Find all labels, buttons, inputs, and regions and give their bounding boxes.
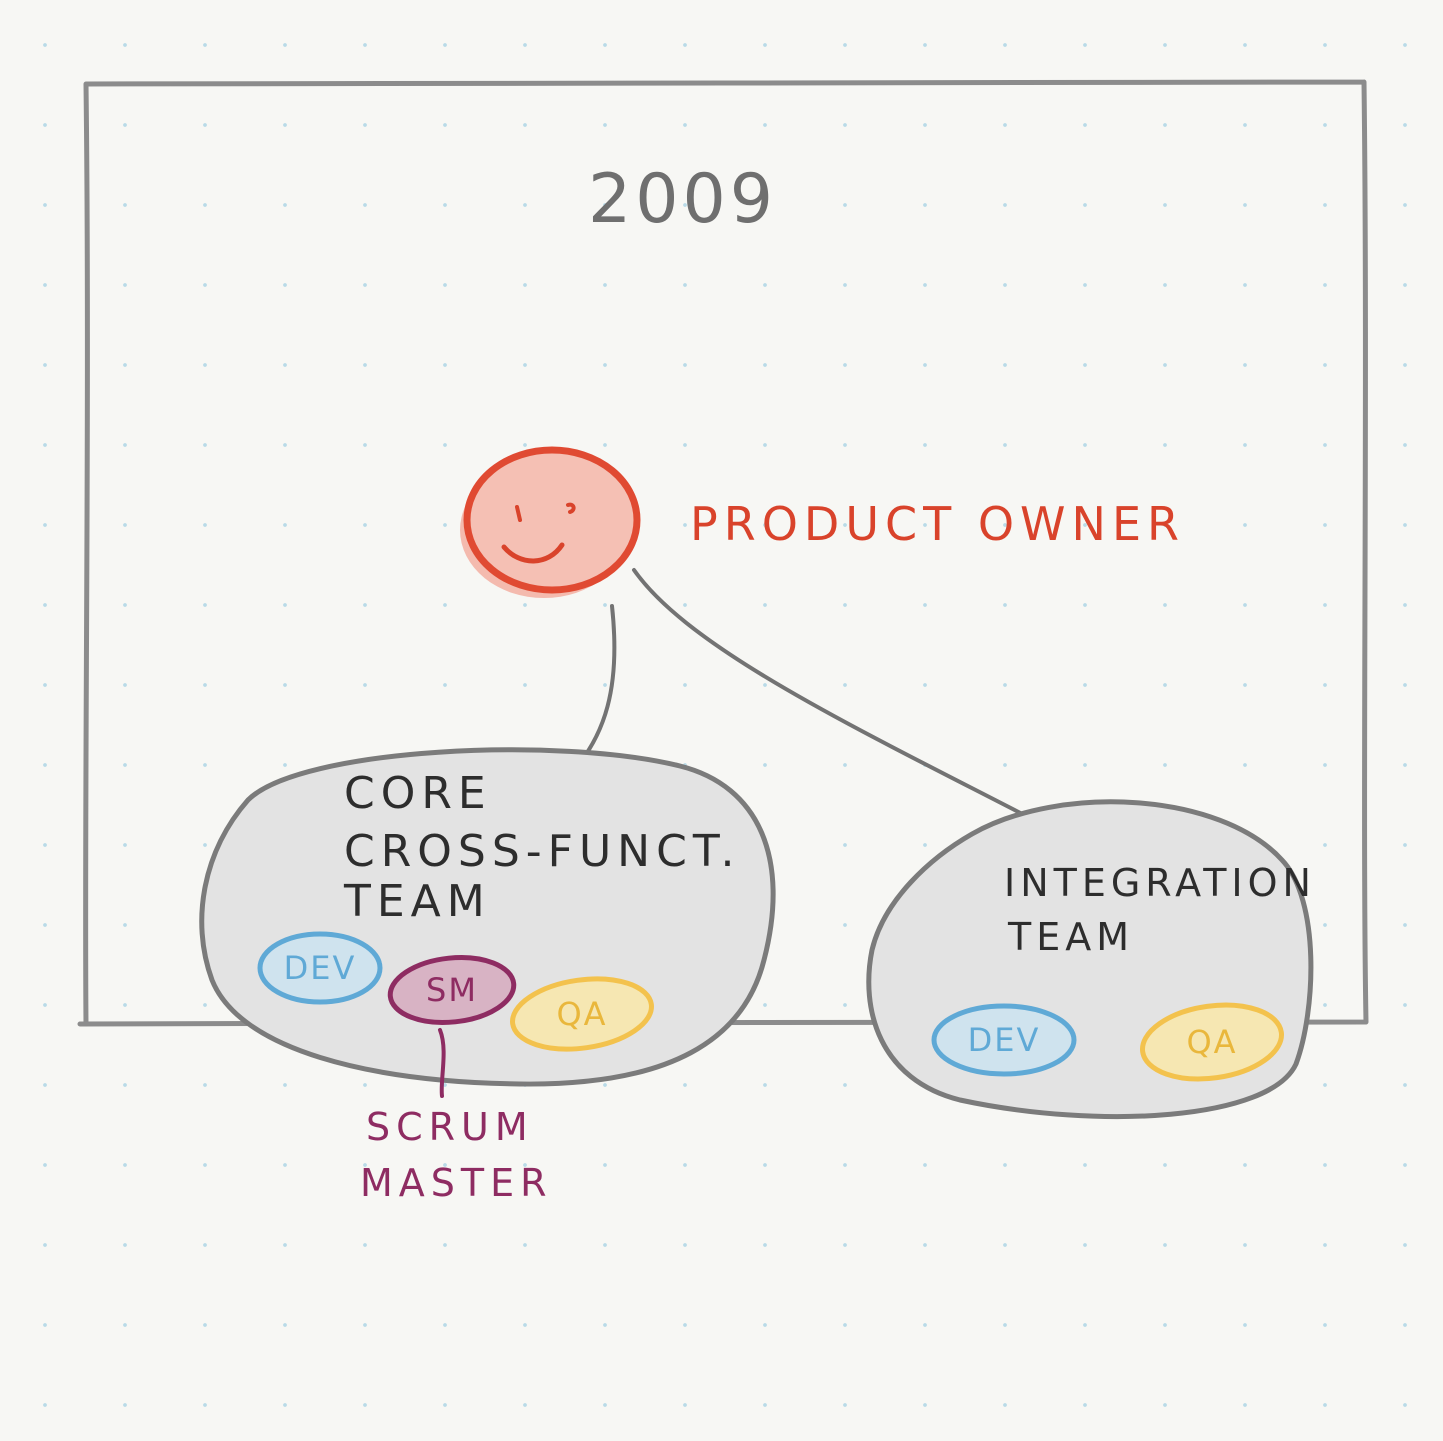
- core-dev-badge: DEV: [257, 931, 383, 1005]
- integration-dev-label: DEV: [968, 1021, 1041, 1059]
- core-dev-label: DEV: [284, 949, 357, 987]
- sm-pointer-line: [438, 1028, 446, 1098]
- core-team-label-line-1: CORE: [344, 768, 492, 819]
- core-sm-label: SM: [426, 971, 478, 1009]
- scrum-master-note-line-1: SCRUM: [366, 1105, 534, 1149]
- scrum-master-note-line-2: MASTER: [360, 1161, 553, 1205]
- connector-po-to-integration: [632, 568, 1036, 822]
- integration-dev-badge: DEV: [931, 1003, 1077, 1077]
- core-sm-badge: SM: [387, 955, 517, 1025]
- core-qa-badge: QA: [510, 976, 654, 1052]
- core-qa-label: QA: [556, 995, 607, 1033]
- integration-qa-badge: QA: [1140, 1002, 1284, 1082]
- year-title: 2009: [588, 160, 777, 239]
- integration-qa-label: QA: [1186, 1023, 1237, 1061]
- smiley-face-icon: [460, 446, 641, 598]
- integration-team-label-line-2: TEAM: [1007, 915, 1134, 959]
- integration-team-label-line-1: INTEGRATION: [1004, 861, 1316, 905]
- core-team-label-line-2: CROSS-FUNCT.: [344, 826, 740, 877]
- outer-frame: [77, 79, 1369, 1027]
- core-team-label-line-3: TEAM: [343, 876, 491, 927]
- product-owner-label: PRODUCT OWNER: [690, 497, 1185, 551]
